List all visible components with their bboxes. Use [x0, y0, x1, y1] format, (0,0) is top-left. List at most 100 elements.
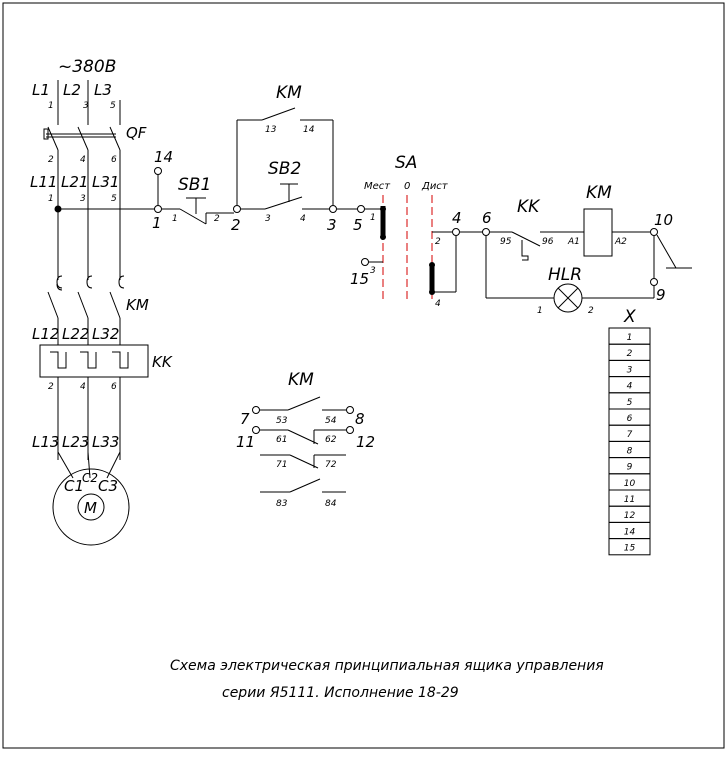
svg-text:0: 0 — [404, 181, 410, 192]
svg-text:53: 53 — [276, 416, 288, 426]
bus-l21: L21 — [61, 173, 88, 191]
svg-text:2: 2 — [435, 237, 441, 247]
svg-text:SB2: SB2 — [268, 159, 301, 179]
km-aux-contacts: KM 7 8 53 54 11 12 61 62 71 72 83 84 — [236, 370, 375, 509]
svg-text:5: 5 — [110, 101, 116, 111]
svg-text:54: 54 — [325, 416, 337, 426]
sa-mode-switch: SA Мест 0 Дист 1 2 3 4 — [364, 153, 449, 309]
svg-text:L22: L22 — [62, 325, 89, 343]
terminal-number: 11 — [624, 495, 635, 505]
svg-text:1: 1 — [370, 213, 376, 223]
svg-text:11: 11 — [236, 433, 255, 451]
svg-text:10: 10 — [654, 211, 673, 229]
svg-text:4: 4 — [435, 299, 441, 309]
svg-text:2: 2 — [214, 214, 220, 224]
svg-text:72: 72 — [325, 460, 337, 470]
terminal-number: 2 — [627, 349, 633, 359]
motor: M C1 C2 C3 — [52, 451, 130, 546]
svg-text:7: 7 — [240, 410, 250, 428]
kk-overload-contact: KK 95 96 — [490, 197, 584, 261]
svg-text:L32: L32 — [92, 325, 119, 343]
svg-text:6: 6 — [111, 382, 117, 392]
svg-text:15: 15 — [350, 270, 369, 288]
svg-text:84: 84 — [325, 499, 337, 509]
svg-text:1: 1 — [152, 214, 162, 232]
qf-breaker: QF — [43, 124, 147, 151]
svg-text:14: 14 — [154, 148, 173, 166]
kk-main-label: KK — [152, 353, 173, 371]
km-coil: KM A1 A2 — [567, 183, 627, 257]
caption-line-2: серии Я5111. Исполнение 18-29 — [222, 685, 459, 701]
km-hold-contact: KM 13 14 — [236, 83, 334, 205]
svg-text:13: 13 — [265, 125, 277, 135]
svg-text:3: 3 — [265, 214, 271, 224]
terminal-number: 12 — [624, 511, 636, 521]
svg-text:61: 61 — [276, 435, 287, 445]
svg-text:95: 95 — [500, 237, 512, 247]
svg-text:SB1: SB1 — [178, 175, 211, 195]
svg-text:2: 2 — [588, 306, 594, 316]
svg-text:A1: A1 — [567, 237, 580, 247]
svg-text:SA: SA — [395, 153, 417, 173]
svg-text:C1: C1 — [64, 477, 84, 495]
power-circuit: ~380В L1 L2 L3 1 3 5 QF 2 4 6 L11 L21 L3… — [30, 57, 173, 546]
km-main-contacts: KM — [47, 291, 149, 319]
terminal-number: 8 — [627, 446, 633, 456]
svg-text:8: 8 — [355, 410, 365, 428]
svg-text:62: 62 — [325, 435, 337, 445]
svg-text:Дист: Дист — [421, 181, 449, 192]
terminal-number: 6 — [627, 414, 633, 424]
svg-text:9: 9 — [656, 286, 666, 304]
supply-voltage: ~380В — [58, 57, 116, 77]
terminal-number: 10 — [624, 479, 636, 489]
svg-text:96: 96 — [542, 237, 554, 247]
svg-text:X: X — [623, 307, 636, 327]
phase-l1-label: L1 — [32, 81, 50, 99]
motor-label: M — [84, 499, 97, 517]
terminal-number: 5 — [627, 398, 633, 408]
hlr-indicator-lamp: HLR 1 2 — [485, 236, 655, 316]
svg-text:1: 1 — [537, 306, 543, 316]
svg-text:L33: L33 — [92, 433, 119, 451]
svg-text:12: 12 — [356, 433, 375, 451]
sb2-start-button: SB2 3 4 — [241, 159, 330, 224]
bus-l31: L31 — [92, 173, 119, 191]
terminal-number: 9 — [627, 463, 633, 473]
terminal-number: 14 — [624, 527, 636, 537]
svg-text:71: 71 — [276, 460, 287, 470]
kk-thermal-relay: KK — [39, 344, 173, 378]
svg-text:3: 3 — [80, 194, 86, 204]
terminal-number: 4 — [627, 382, 633, 392]
svg-text:KM: KM — [276, 83, 302, 103]
svg-text:KM: KM — [586, 183, 612, 203]
svg-text:6: 6 — [482, 209, 492, 227]
terminal-number: 1 — [627, 333, 633, 343]
svg-text:4: 4 — [300, 214, 306, 224]
svg-text:4: 4 — [452, 209, 462, 227]
svg-text:Мест: Мест — [364, 181, 391, 192]
km-main-label: KM — [126, 296, 149, 314]
svg-text:5: 5 — [353, 216, 363, 234]
svg-text:L12: L12 — [32, 325, 59, 343]
terminal-number: 7 — [627, 430, 633, 440]
svg-text:3: 3 — [327, 216, 337, 234]
phase-l2-label: L2 — [63, 81, 81, 99]
bus-l11: L11 — [30, 173, 57, 191]
control-circuit: 14 1 SB1 1 2 2 KM 13 14 — [152, 83, 692, 316]
terminal-number: 15 — [624, 544, 636, 554]
svg-text:L23: L23 — [62, 433, 89, 451]
svg-text:KK: KK — [517, 197, 541, 217]
terminal-cell — [608, 538, 651, 556]
svg-text:KM: KM — [288, 370, 314, 390]
qf-label: QF — [126, 124, 147, 142]
sb1-stop-button: SB1 1 2 — [162, 175, 234, 225]
caption-line-1: Схема электрическая принципиальная ящика… — [170, 658, 604, 674]
svg-text:1: 1 — [48, 101, 54, 111]
svg-text:2: 2 — [48, 155, 54, 165]
svg-text:3: 3 — [370, 266, 376, 276]
svg-text:L13: L13 — [32, 433, 59, 451]
